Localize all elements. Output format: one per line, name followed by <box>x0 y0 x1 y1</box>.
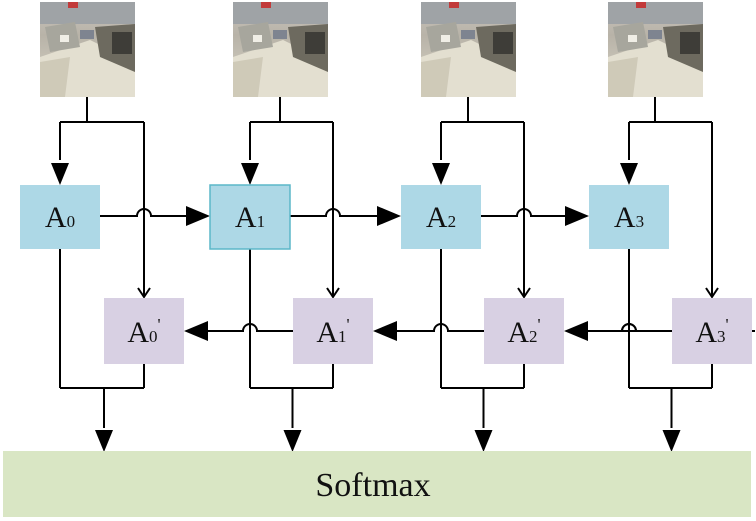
forward-cell-3-box <box>589 185 669 249</box>
to-forward-arrow-1 <box>241 163 259 185</box>
backward-cell-2-box <box>484 298 564 364</box>
to-backward-arrowhead-1 <box>326 287 340 299</box>
to-backward-arrowhead-0 <box>137 287 151 299</box>
backward-link-arrow-3 <box>564 321 588 341</box>
backward-cell-0-box <box>104 298 184 364</box>
forward-link-2 <box>481 208 567 217</box>
backward-cell-1-box <box>293 298 373 364</box>
video-frame-3 <box>608 2 703 97</box>
video-frame-0 <box>40 2 135 97</box>
backward-cell-1: A1' <box>293 298 373 364</box>
forward-link-arrow-1 <box>377 206 401 226</box>
forward-cell-3-label: A3 <box>614 201 644 234</box>
connections <box>51 97 755 452</box>
forward-cell-3: A3 <box>589 185 669 249</box>
backward-link-2 <box>395 323 484 332</box>
to-backward-arrowhead-2 <box>517 287 531 299</box>
backward-cell-3: A3' <box>672 298 752 364</box>
softmax-box <box>3 451 751 517</box>
backward-link-arrow-2 <box>373 321 397 341</box>
to-softmax-arrow-3 <box>662 430 681 452</box>
forward-cell-0: A0 <box>20 185 100 249</box>
forward-cell-1-box <box>209 184 291 250</box>
to-softmax-arrow-0 <box>95 430 113 452</box>
backward-entry-line <box>620 323 755 332</box>
softmax-layer: Softmax <box>3 451 751 517</box>
to-backward-arrowhead-3 <box>705 287 719 299</box>
softmax-label: Softmax <box>315 467 430 504</box>
backward-cell-2-label: A2' <box>507 315 540 349</box>
to-softmax-arrow-1 <box>283 430 302 452</box>
backward-link-1 <box>206 323 293 332</box>
forward-link-arrow-2 <box>565 206 589 226</box>
forward-cell-2: A2 <box>401 185 481 249</box>
forward-link-1 <box>290 208 379 217</box>
to-forward-arrow-2 <box>432 163 450 185</box>
forward-cell-0-label: A0 <box>45 201 75 234</box>
to-forward-arrow-0 <box>51 163 69 185</box>
forward-cell-2-box <box>401 185 481 249</box>
backward-cell-1-label: A1' <box>316 315 349 349</box>
backward-cell-0: A0' <box>104 298 184 364</box>
video-frame-2 <box>421 2 516 97</box>
forward-cell-1-label: A1 <box>235 201 265 234</box>
backward-cell-3-label: A3' <box>695 315 728 349</box>
input-frames <box>40 2 703 97</box>
to-softmax-arrow-2 <box>474 430 493 452</box>
forward-cell-2-label: A2 <box>426 201 456 234</box>
backward-cell-3-box <box>672 298 752 364</box>
backward-link-arrow-1 <box>184 321 208 341</box>
video-frame-1 <box>233 2 328 97</box>
forward-cell-0-box <box>20 185 100 249</box>
forward-link-arrow-0 <box>186 206 210 226</box>
to-forward-arrow-3 <box>620 163 638 185</box>
forward-cell-1: A1 <box>209 184 291 250</box>
backward-cell-2: A2' <box>484 298 564 364</box>
forward-link-0 <box>100 208 188 217</box>
backward-cell-0-label: A0' <box>127 315 160 349</box>
